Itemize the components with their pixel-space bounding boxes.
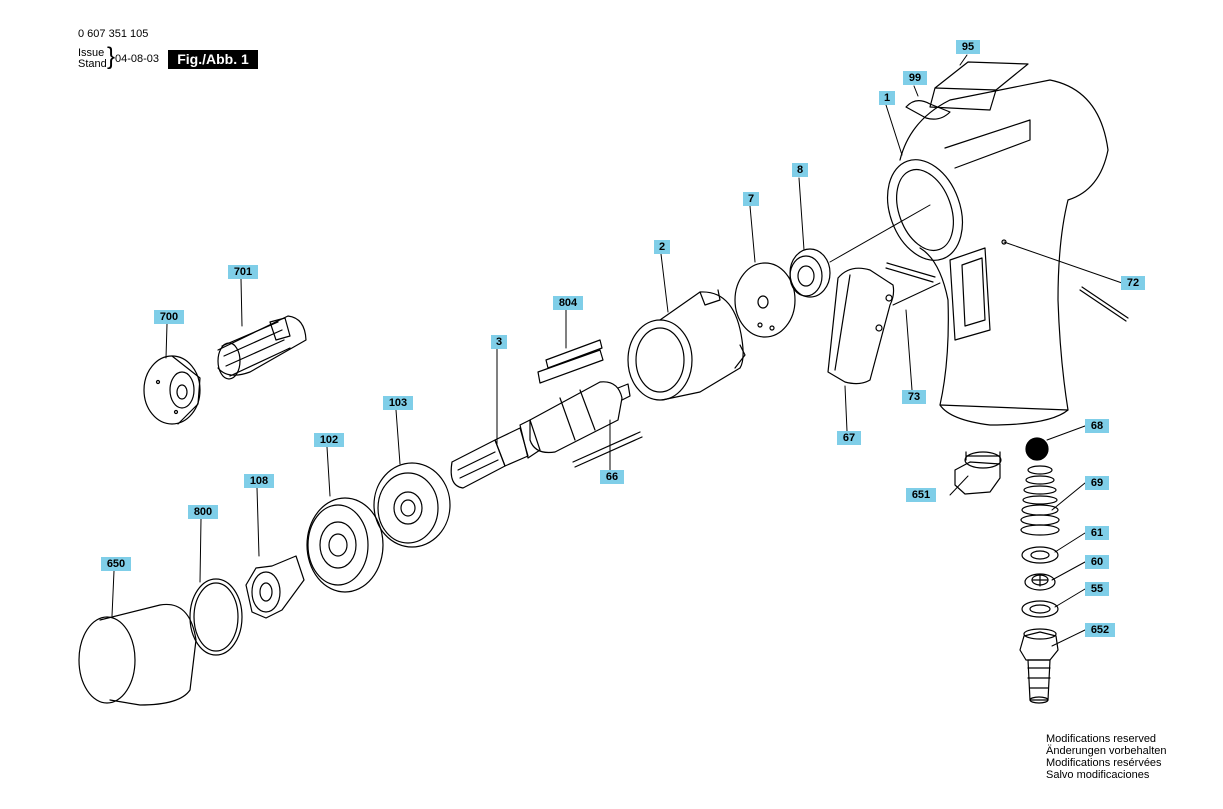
callout-650: 650 <box>101 557 131 571</box>
callout-701: 701 <box>228 265 258 279</box>
callout-800: 800 <box>188 505 218 519</box>
housing-1 <box>887 79 1109 426</box>
callout-3: 3 <box>491 335 507 349</box>
callout-68: 68 <box>1085 419 1109 433</box>
filter-60 <box>1024 573 1056 591</box>
notice-line-en: Modifications reserved <box>1046 733 1157 745</box>
pin-72 <box>1079 286 1129 322</box>
pin-73 <box>885 262 936 283</box>
callout-108: 108 <box>244 474 274 488</box>
callout-60: 60 <box>1085 555 1109 569</box>
callout-72: 72 <box>1121 276 1145 290</box>
notice-line-de: Änderungen vorbehalten <box>1046 745 1167 757</box>
flange-700 <box>143 355 201 425</box>
callout-102: 102 <box>314 433 344 447</box>
figure-label: Fig./Abb. 1 <box>168 50 258 69</box>
leader-lines <box>111 54 1123 647</box>
callout-66: 66 <box>600 470 624 484</box>
callout-73: 73 <box>902 390 926 404</box>
nut-108 <box>245 555 305 619</box>
callout-61: 61 <box>1085 526 1109 540</box>
callout-652: 652 <box>1085 623 1115 637</box>
callout-69: 69 <box>1085 476 1109 490</box>
part-number: 0 607 351 105 <box>78 28 149 40</box>
brace: } <box>107 43 116 70</box>
washer-61 <box>1021 546 1059 564</box>
notice-line-fr: Modifications resérvées <box>1046 757 1162 769</box>
callout-700: 700 <box>154 310 184 324</box>
stand-label: Stand <box>78 58 107 70</box>
issue-label: Issue <box>78 47 105 59</box>
bearing-103 <box>373 462 451 548</box>
cap-650 <box>78 603 197 706</box>
callout-55: 55 <box>1085 582 1109 596</box>
callout-67: 67 <box>837 431 861 445</box>
issue-date: 04-08-03 <box>115 53 160 65</box>
strip-95 <box>929 61 1029 111</box>
callout-2: 2 <box>654 240 670 254</box>
callout-95: 95 <box>956 40 980 54</box>
plate-99 <box>905 100 951 120</box>
cylinder-2 <box>627 289 746 401</box>
notice-line-es: Salvo modificaciones <box>1046 769 1150 781</box>
spring-69 <box>1020 465 1060 536</box>
pin-66 <box>572 431 643 468</box>
callout-103: 103 <box>383 396 413 410</box>
callout-1: 1 <box>879 91 895 105</box>
plug-651 <box>954 451 1002 495</box>
callout-804: 804 <box>553 296 583 310</box>
disc-7 <box>734 262 796 338</box>
o-ring-800 <box>189 578 243 656</box>
callout-7: 7 <box>743 192 759 206</box>
ball-68 <box>1025 437 1049 461</box>
rotor-3 <box>450 381 631 489</box>
callout-99: 99 <box>903 71 927 85</box>
modifications-notice: Modifications reserved Änderungen vorbeh… <box>1046 733 1166 781</box>
trigger-67 <box>827 267 895 385</box>
sleeve-701 <box>217 315 307 380</box>
callout-8: 8 <box>792 163 808 177</box>
washer-55 <box>1021 600 1059 618</box>
bearing-102 <box>306 497 384 593</box>
bearing-8 <box>789 248 831 298</box>
blades-804 <box>537 339 604 384</box>
callout-651: 651 <box>906 488 936 502</box>
nipple-652 <box>1019 628 1059 704</box>
